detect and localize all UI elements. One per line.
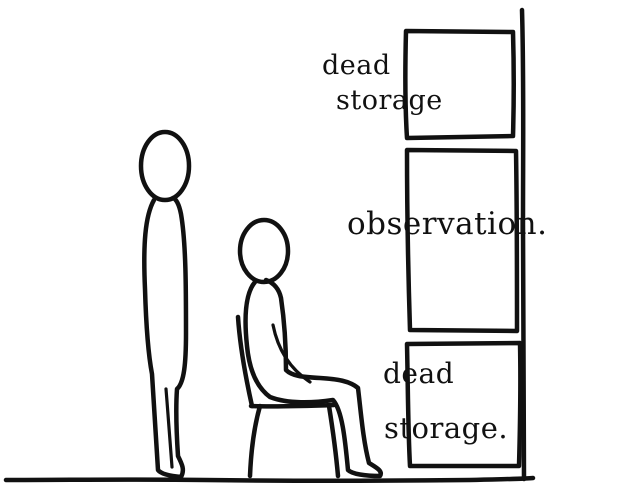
top-storage-box [403, 28, 516, 141]
top-storage-label-line-1: dead [322, 50, 391, 81]
bottom-storage-label-line-1: dead [383, 357, 454, 390]
chair-back [235, 314, 255, 409]
seated-person-arm [271, 323, 312, 384]
observation-label: observation. [347, 206, 547, 242]
ground-line [3, 475, 536, 483]
seated-person-head [237, 217, 291, 285]
wall-line [519, 7, 527, 482]
top-storage-label-line-2: storage [336, 85, 443, 116]
seated-person-torso [243, 277, 383, 479]
chair-seat [248, 402, 337, 409]
chair-right-leg [326, 403, 341, 479]
bottom-storage-label-line-2: storage. [384, 411, 508, 445]
observation-box [404, 147, 520, 334]
standing-person-head [138, 129, 192, 203]
standing-person-body [142, 195, 189, 480]
bottom-storage-box [404, 340, 523, 469]
standing-person-leg-gap [164, 387, 174, 469]
chair-left-leg [247, 403, 263, 479]
